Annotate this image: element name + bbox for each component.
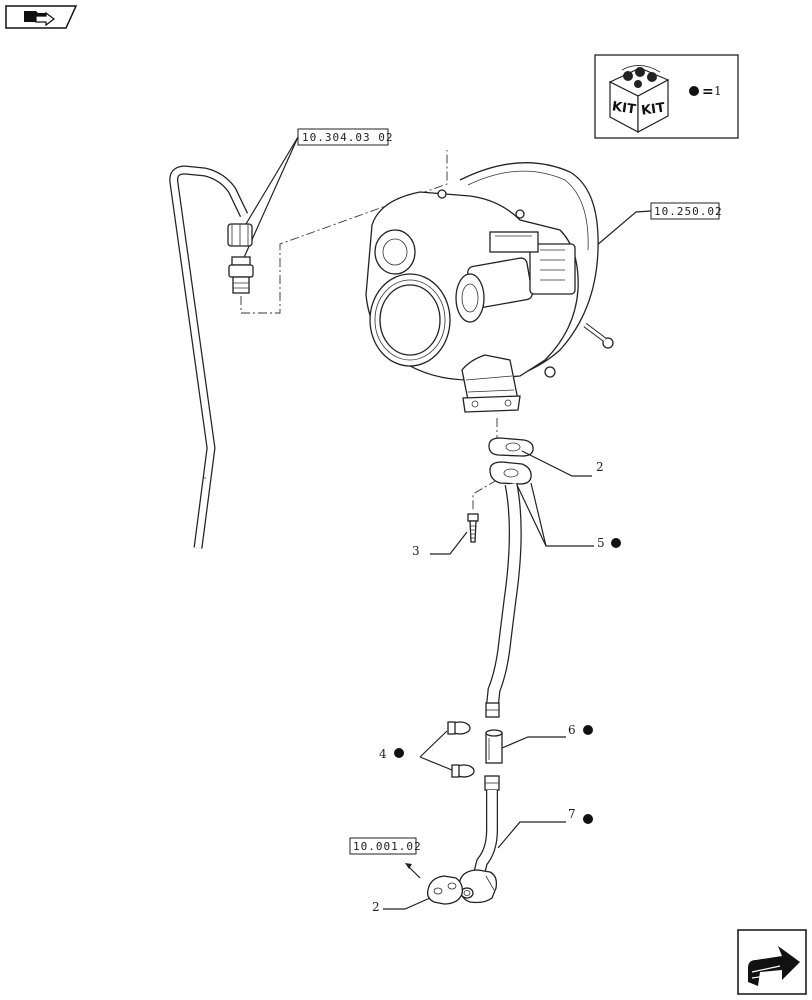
callout-6: 6 <box>568 723 576 737</box>
reference-code: 10.001.02 <box>353 840 422 853</box>
reference-box-bottom-left[interactable]: 10.001.02 <box>349 837 422 855</box>
upper-drain-pipe <box>485 461 532 718</box>
callout-3: 3 <box>412 544 420 558</box>
kit-bullet-icon <box>583 814 593 824</box>
lower-drain-pipe <box>459 775 500 904</box>
hose-sleeve <box>485 729 503 764</box>
turbocharger <box>365 162 614 413</box>
screw <box>467 513 479 543</box>
reference-code: 10.250.02 <box>654 205 723 218</box>
callout-5: 5 <box>597 536 605 550</box>
pipe-nut <box>227 223 253 247</box>
gasket-lower <box>426 875 464 905</box>
hose-clamp-upper <box>447 721 471 735</box>
kit-label-right: KIT <box>640 101 666 119</box>
adapter-fitting <box>228 256 254 294</box>
kit-bullet-icon <box>583 725 593 735</box>
kit-legend-equals: = <box>702 84 714 100</box>
kit-bullet-icon <box>689 86 699 96</box>
reference-box-top-left[interactable]: 10.304.03 02 <box>297 128 393 146</box>
kit-bullet-icon <box>394 748 404 758</box>
oil-feed-pipe <box>169 165 249 549</box>
folder-arrow-icon[interactable] <box>5 5 78 29</box>
callout-2-top: 2 <box>596 460 604 474</box>
next-page-arrow-icon[interactable] <box>737 929 807 995</box>
callout-4: 4 <box>379 747 387 761</box>
callout-7: 7 <box>568 807 576 821</box>
kit-box-icon: KIT KIT <box>608 65 670 134</box>
kit-label-left: KIT <box>611 99 637 117</box>
reference-box-top-right[interactable]: 10.250.02 <box>650 202 723 220</box>
kit-legend-value: 1 <box>714 84 722 98</box>
kit-legend-box: KIT KIT = 1 <box>594 54 739 139</box>
kit-bullet-icon <box>611 538 621 548</box>
reference-code: 10.304.03 02 <box>302 131 393 144</box>
callout-2-bottom: 2 <box>372 900 380 914</box>
hose-clamp-lower <box>451 764 475 778</box>
